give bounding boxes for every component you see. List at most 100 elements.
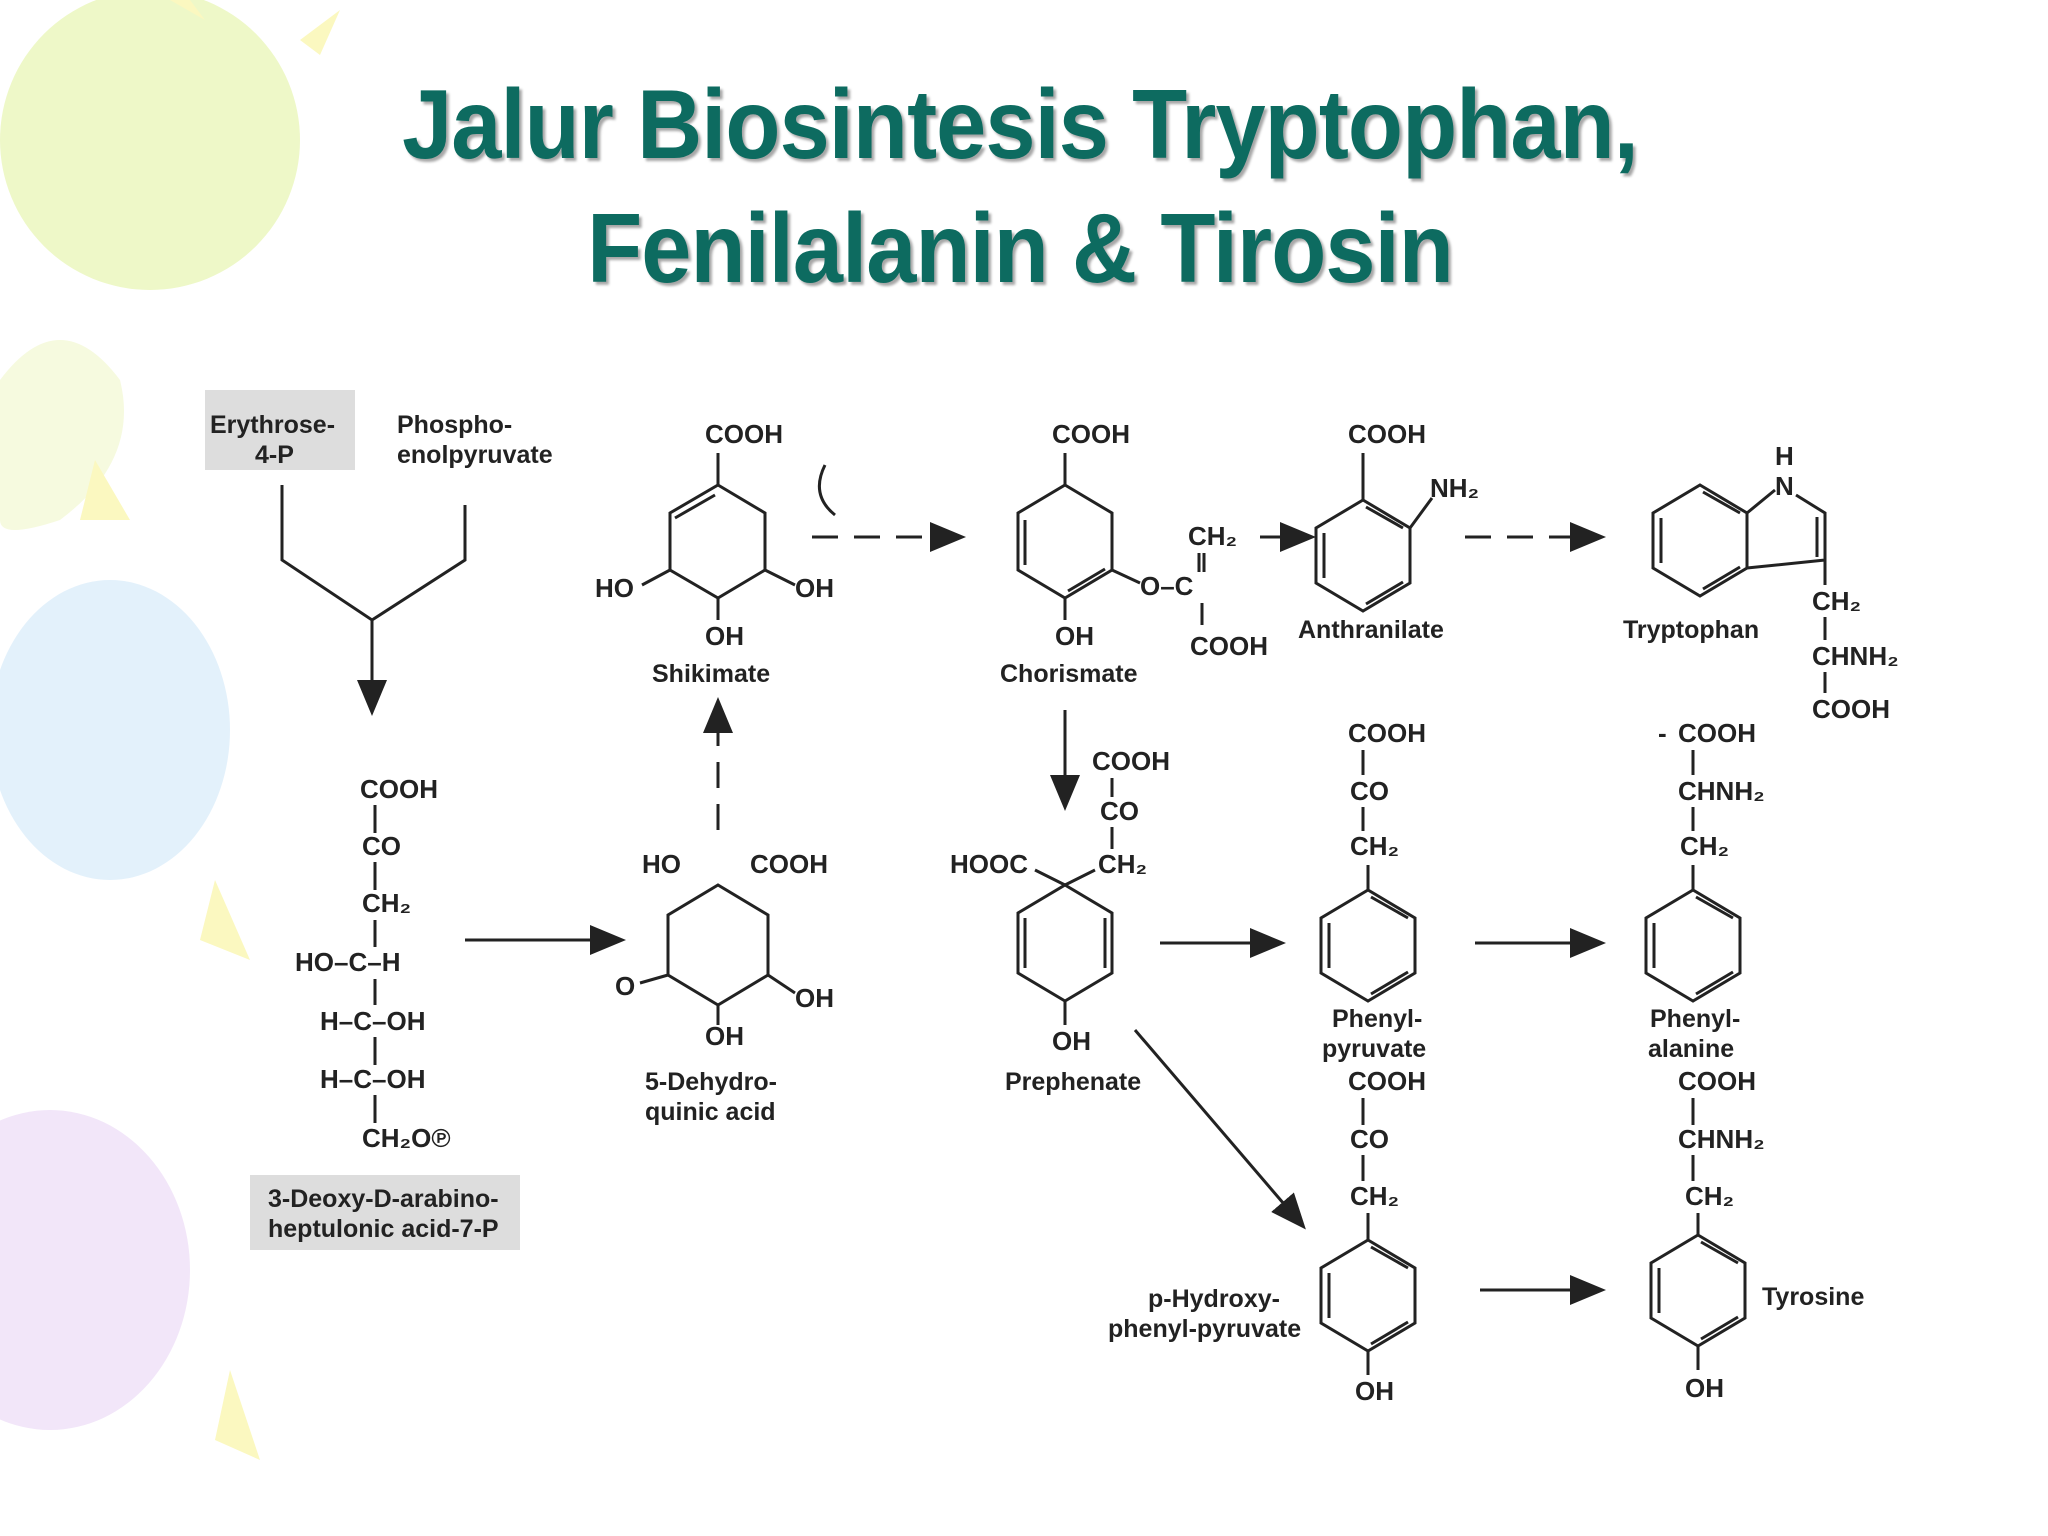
pep-label-2: enolpyruvate	[397, 441, 553, 469]
pp-co: CO	[1350, 776, 1389, 806]
trp-double-3	[1702, 490, 1741, 515]
tyr-double-2	[1700, 1315, 1739, 1341]
phe-double-3	[1695, 895, 1734, 920]
anthranilate-nh2-bond	[1408, 497, 1434, 529]
dahp-hoch: HO–C–H	[295, 947, 400, 977]
hpp-label-2: phenyl-pyruvate	[1108, 1315, 1301, 1343]
phenylpyruvate-ring	[1319, 888, 1417, 1003]
tyrosine-label: Tyrosine	[1762, 1283, 1864, 1311]
phe-cooh: COOH	[1678, 718, 1756, 748]
prephenate-co: CO	[1100, 796, 1139, 826]
trp-h: H	[1775, 441, 1794, 471]
shikimate-bonds	[641, 568, 796, 620]
chorismate-side-bonds	[1197, 553, 1206, 625]
anthranilate-double-3	[1365, 505, 1404, 530]
dahp-co: CO	[362, 831, 401, 861]
chorismate-oh: OH	[1055, 621, 1094, 651]
dhq-label-2: quinic acid	[645, 1098, 776, 1126]
hpp-label-1: p-Hydroxy-	[1148, 1285, 1280, 1313]
dhq-label-1: 5-Dehydro-	[645, 1068, 777, 1096]
shikimate-double-bond	[674, 493, 716, 520]
purple-balloon	[0, 1110, 190, 1430]
pp-cooh: COOH	[1348, 718, 1426, 748]
dhq-oh-right: OH	[795, 983, 834, 1013]
arrow-to-hpp	[1133, 1029, 1306, 1230]
phenylalanine-ring	[1644, 888, 1742, 1003]
green-balloon	[0, 0, 300, 290]
pp-double-2	[1370, 970, 1409, 996]
dhq-ho: HO	[642, 849, 681, 879]
hpp-bonds	[1361, 1098, 1370, 1375]
pp-ch2: CH₂	[1350, 831, 1399, 861]
phe-ch2: CH₂	[1680, 831, 1729, 861]
hpp-double-2	[1370, 1320, 1409, 1346]
merge-lines	[280, 485, 467, 622]
dahp-label-2: heptulonic acid-7-P	[268, 1215, 499, 1243]
prephenate-ch2: CH₂	[1098, 849, 1147, 879]
phe-dash: -	[1658, 718, 1667, 748]
anthranilate-ring	[1314, 498, 1412, 613]
pp-label-2: pyruvate	[1322, 1035, 1426, 1063]
title-line-1: Jalur Biosintesis Tryptophan,	[402, 69, 1639, 179]
prephenate-hooc: HOOC	[950, 849, 1028, 879]
hpp-co: CO	[1350, 1124, 1389, 1154]
tryptophan-benzene-ring	[1651, 483, 1749, 598]
trp-n: N	[1775, 471, 1794, 501]
phe-double-2	[1695, 970, 1734, 996]
dahp-cooh: COOH	[360, 774, 438, 804]
dhq-o: O	[615, 971, 635, 1001]
prephenate-ring	[1016, 883, 1114, 1003]
phe-label-2: alanine	[1648, 1035, 1734, 1063]
chorismate-double-bond-2	[1067, 567, 1106, 593]
hpp-ring	[1319, 1238, 1417, 1353]
anthranilate-double-2	[1365, 580, 1404, 606]
hpp-oh: OH	[1355, 1376, 1394, 1406]
erythrose-label-2: 4-P	[255, 441, 294, 469]
dhq-bonds	[639, 973, 796, 1025]
prephenate-bonds	[1034, 778, 1114, 1025]
prephenate-label: Prephenate	[1005, 1068, 1141, 1096]
tyr-ch2: CH₂	[1685, 1181, 1734, 1211]
erythrose-label-1: Erythrose-	[210, 411, 335, 439]
tyrosine-ring	[1649, 1233, 1747, 1348]
pep-label-1: Phospho-	[397, 411, 512, 439]
shikimate-oh-bottom: OH	[705, 621, 744, 651]
phe-chnh2: CHNH₂	[1678, 776, 1765, 806]
trp-double-2	[1702, 565, 1741, 591]
chorismate-ch2: CH₂	[1188, 521, 1237, 551]
tyr-double-3	[1700, 1240, 1739, 1265]
shikimate-oh-right: OH	[795, 573, 834, 603]
chorismate-oc: O–C	[1140, 571, 1194, 601]
pp-bonds	[1361, 750, 1370, 890]
dehydroquinic-ring	[666, 883, 770, 1007]
shikimate-ho: HO	[595, 573, 634, 603]
dahp-ch2: CH₂	[362, 888, 411, 918]
anthranilate-nh2: NH₂	[1430, 473, 1479, 503]
chorismate-cooh: COOH	[1052, 419, 1130, 449]
pp-double-3	[1370, 895, 1409, 920]
tyr-bonds	[1691, 1098, 1700, 1370]
tryptophan-label: Tryptophan	[1623, 616, 1759, 644]
trp-chnh2: CHNH₂	[1812, 641, 1899, 671]
pp-label-1: Phenyl-	[1332, 1005, 1422, 1033]
chorismate-o-bond	[1111, 568, 1141, 585]
shikimate-ring	[668, 483, 767, 600]
phe-label-1: Phenyl-	[1650, 1005, 1740, 1033]
anthranilate-cooh: COOH	[1348, 419, 1426, 449]
title-line-2: Fenilalanin & Tirosin	[587, 193, 1454, 303]
dahp-hcoh-2: H–C–OH	[320, 1064, 425, 1094]
dhq-oh-bottom: OH	[705, 1021, 744, 1051]
dahp-label-bg	[250, 1175, 520, 1250]
hpp-double-3	[1370, 1245, 1409, 1270]
chorismate-label: Chorismate	[1000, 660, 1138, 688]
dahp-hcoh-1: H–C–OH	[320, 1006, 425, 1036]
tyr-oh: OH	[1685, 1373, 1724, 1403]
tyr-cooh: COOH	[1678, 1066, 1756, 1096]
erythrose-bg	[205, 390, 355, 470]
chorismate-ring	[1016, 483, 1114, 600]
anthranilate-label: Anthranilate	[1298, 616, 1444, 644]
dhq-cooh: COOH	[750, 849, 828, 879]
blue-balloon	[0, 580, 230, 880]
trp-pyrrole-bonds	[1746, 488, 1827, 570]
